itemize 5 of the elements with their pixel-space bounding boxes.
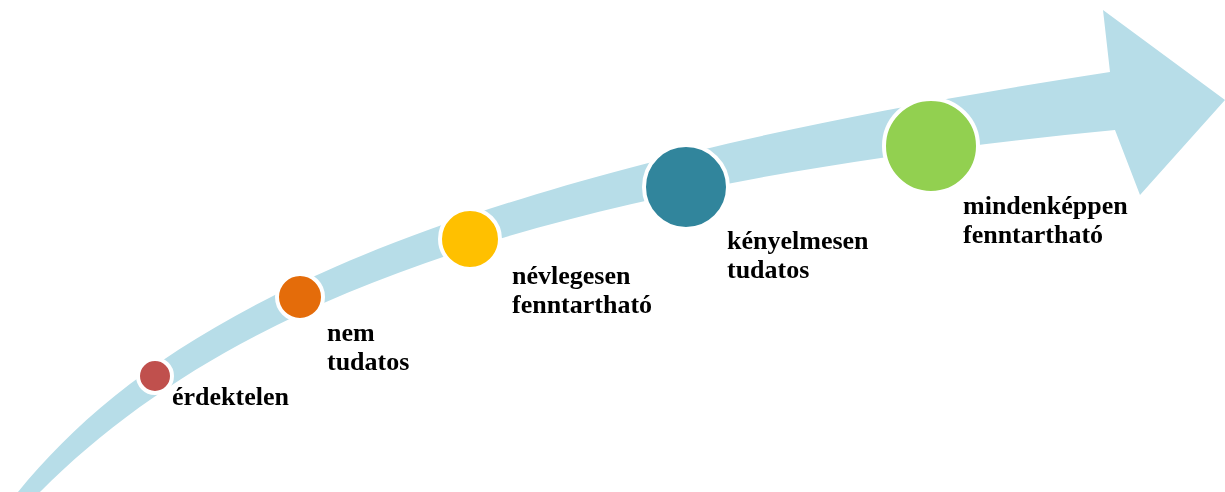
stage-label: nem tudatos bbox=[327, 318, 411, 376]
stage-label: érdektelen bbox=[172, 382, 290, 411]
stage-label: mindenképpen fenntartható bbox=[963, 191, 1129, 249]
stage-label: névlegesen fenntartható bbox=[512, 261, 654, 319]
stage-label: kényelmesen tudatos bbox=[727, 226, 870, 284]
